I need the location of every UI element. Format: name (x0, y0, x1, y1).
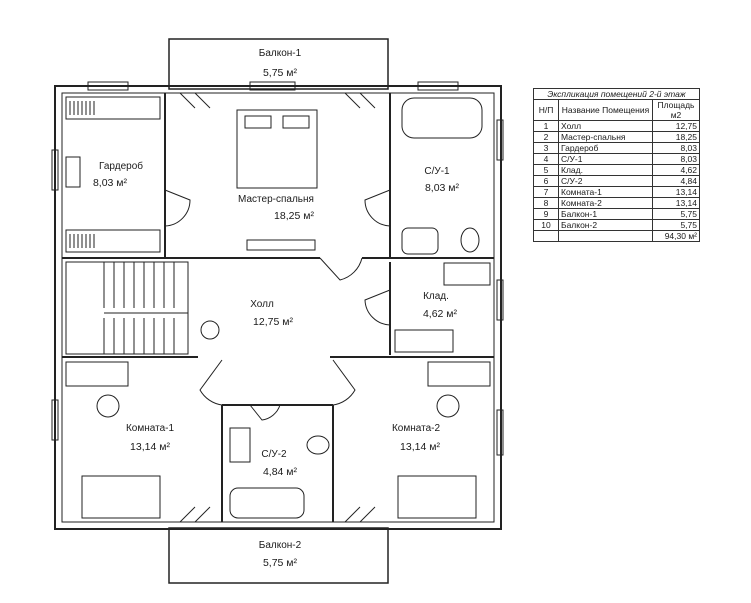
bathtub-icon (401, 97, 483, 139)
bath1-area: 8,03 м² (425, 182, 460, 194)
master-area: 18,25 м² (274, 210, 314, 222)
tv-stand (246, 239, 316, 251)
legend-cell-area: 5,75 (652, 208, 700, 220)
bath1-name: С/У-1 (424, 166, 450, 177)
room2-area: 13,14 м² (400, 441, 440, 453)
room1-name: Комната-1 (126, 423, 174, 434)
wardrobe-shelves (65, 96, 161, 253)
bed-icon (236, 109, 318, 189)
legend-cell-name: С/У-1 (558, 153, 653, 165)
legend-cell-name: С/У-2 (558, 175, 653, 187)
legend-cell-name: Балкон-1 (558, 208, 653, 220)
legend-cell-area: 18,25 (652, 131, 700, 143)
toilet-icon (460, 227, 480, 253)
sink-icon (401, 227, 439, 255)
legend-cell-num: 10 (533, 219, 559, 231)
legend-cell-num: 4 (533, 153, 559, 165)
legend-cell-num: 1 (533, 120, 559, 132)
legend-cell-area: 12,75 (652, 120, 700, 132)
legend-cell-num: 2 (533, 131, 559, 143)
legend-cell-area: 5,75 (652, 219, 700, 231)
master-name: Мастер-спальня (238, 194, 314, 205)
chair-icon (436, 394, 460, 418)
room2-name: Комната-2 (392, 423, 440, 434)
balcony-2 (168, 527, 389, 584)
wardrobe-name: Гардероб (99, 160, 143, 172)
legend-cell-area: 13,14 (652, 186, 700, 198)
legend-cell-name: Клад. (558, 164, 653, 176)
legend-cell-area: 8,03 (652, 142, 700, 154)
plant-icon (200, 320, 220, 340)
legend-cell-name: Холл (558, 120, 653, 132)
legend-cell-name: Гардероб (558, 142, 653, 154)
bath2-area: 4,84 м² (263, 466, 298, 478)
bed-icon (397, 475, 477, 519)
wardrobe-area: 8,03 м² (93, 177, 128, 189)
staircase (65, 261, 189, 355)
legend-cell-name: Комната-2 (558, 197, 653, 209)
legend-cell-num: 6 (533, 175, 559, 187)
legend-cell-name: Балкон-2 (558, 219, 653, 231)
hall-area: 12,75 м² (253, 316, 293, 328)
outer-wall (54, 85, 502, 530)
bath2-name: С/У-2 (261, 449, 287, 460)
storage-shelf (443, 262, 491, 286)
desk (65, 361, 129, 387)
bathtub-icon (229, 487, 305, 519)
legend-caption: Экспликация помещений 2-й этаж (533, 88, 700, 100)
balcony1-name: Балкон-1 (259, 48, 302, 59)
toilet-icon (306, 435, 330, 455)
storage-shelf (394, 329, 454, 353)
storage-name: Клад. (423, 291, 449, 302)
balcony2-name: Балкон-2 (259, 540, 302, 551)
legend-cell-name: Мастер-спальня (558, 131, 653, 143)
sink-icon (229, 427, 251, 463)
legend-cell-name: Комната-1 (558, 186, 653, 198)
legend-cell-area: 4,84 (652, 175, 700, 187)
hall-name: Холл (250, 299, 274, 310)
legend-cell-num: 7 (533, 186, 559, 198)
legend-cell-num: 9 (533, 208, 559, 220)
legend-header-area: Площадь м2 (652, 99, 700, 121)
bed-icon (81, 475, 161, 519)
legend-cell-area: 13,14 (652, 197, 700, 209)
balcony-doors (179, 92, 376, 523)
room1-area: 13,14 м² (130, 441, 170, 453)
legend-cell-num: 5 (533, 164, 559, 176)
desk (427, 361, 491, 387)
legend-cell-num: 8 (533, 197, 559, 209)
windows (51, 81, 504, 456)
room-legend-table: Экспликация помещений 2-й этаж Н/П Назва… (533, 88, 700, 242)
storage-area: 4,62 м² (423, 308, 458, 320)
legend-cell-num: 3 (533, 142, 559, 154)
balcony1-area: 5,75 м² (263, 67, 298, 79)
balcony2-area: 5,75 м² (263, 557, 298, 569)
legend-cell-area: 4,62 (652, 164, 700, 176)
doors (164, 189, 391, 421)
legend-header-num: Н/П (533, 99, 559, 121)
legend-cell-area: 8,03 (652, 153, 700, 165)
legend-total: 94,30 м² (652, 230, 700, 242)
balcony-1 (168, 38, 389, 90)
chair-icon (96, 394, 120, 418)
legend-header-name: Название Помещения (558, 99, 653, 121)
